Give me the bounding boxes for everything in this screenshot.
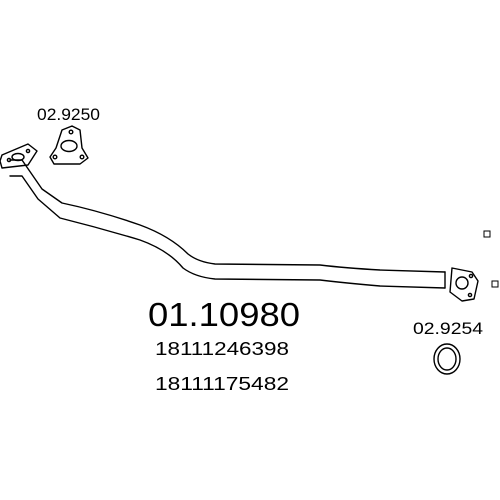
edge-marker-icon [483, 230, 499, 288]
right-flange-icon [449, 267, 479, 302]
left-flange-icon [0, 143, 38, 169]
triangular-gasket-icon [49, 125, 89, 165]
oem-number-1: 18111246398 [155, 339, 289, 359]
main-part-number: 01.10980 [148, 296, 300, 333]
ring-gasket-icon [433, 343, 461, 375]
gasket-ring-ref-label: 02.9254 [413, 319, 483, 338]
gasket-flange-ref-label: 02.9250 [37, 105, 100, 124]
exhaust-pipe-icon [9, 159, 446, 289]
oem-number-2: 18111175482 [155, 374, 289, 394]
